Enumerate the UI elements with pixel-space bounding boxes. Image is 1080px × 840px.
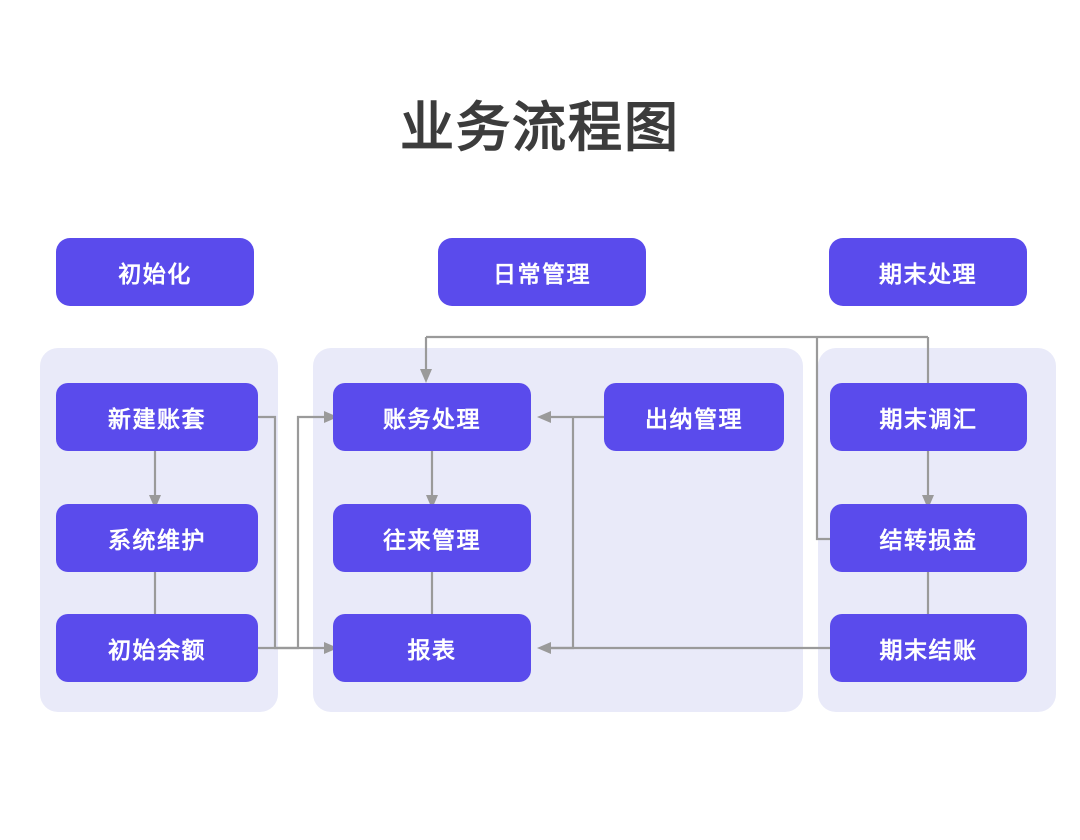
node-period-end-closing[interactable]: 期末结账 — [830, 614, 1027, 682]
node-carry-forward-pl[interactable]: 结转损益 — [830, 504, 1027, 572]
header-initialization[interactable]: 初始化 — [56, 238, 254, 306]
header-period-end[interactable]: 期末处理 — [829, 238, 1027, 306]
node-initial-balance[interactable]: 初始余额 — [56, 614, 258, 682]
node-period-end-fx[interactable]: 期末调汇 — [830, 383, 1027, 451]
header-daily-management[interactable]: 日常管理 — [438, 238, 646, 306]
node-accounting-processing[interactable]: 账务处理 — [333, 383, 531, 451]
node-transaction-management[interactable]: 往来管理 — [333, 504, 531, 572]
node-new-account-set[interactable]: 新建账套 — [56, 383, 258, 451]
page-title: 业务流程图 — [400, 98, 680, 158]
node-cashier-management[interactable]: 出纳管理 — [604, 383, 784, 451]
node-reports[interactable]: 报表 — [333, 614, 531, 682]
node-system-maintenance[interactable]: 系统维护 — [56, 504, 258, 572]
